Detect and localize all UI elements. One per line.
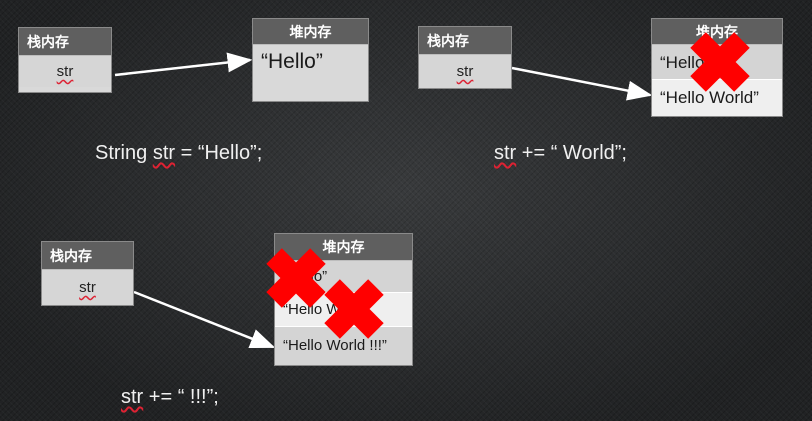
garbage-cross-icon <box>326 281 382 337</box>
code-line-3: str += “ !!!”; <box>121 386 219 408</box>
var-label: str <box>56 63 74 80</box>
stack-box-1: 栈内存 str <box>18 27 112 93</box>
stack-var-cell: str <box>19 56 111 87</box>
heap-object-hello-world-bang: “Hello World !!!” <box>275 327 412 365</box>
arrow-panel1 <box>114 52 253 77</box>
stack-header: 栈内存 <box>419 27 511 55</box>
code-line-1: String str = “Hello”; <box>95 142 263 164</box>
stack-var-cell: str <box>419 55 511 88</box>
stack-var-cell: str <box>42 270 133 305</box>
stack-box-2: 栈内存 str <box>418 26 512 89</box>
garbage-cross-icon <box>692 34 748 90</box>
stack-box-3: 栈内存 str <box>41 241 134 306</box>
var-label: str <box>456 63 474 80</box>
stack-header: 栈内存 <box>19 28 111 56</box>
code-line-2: str += “ World”; <box>494 142 627 164</box>
garbage-cross-icon <box>268 250 324 306</box>
stack-header: 栈内存 <box>42 242 133 270</box>
arrow-panel2 <box>511 66 653 101</box>
var-label: str <box>79 279 96 296</box>
heap-box-1: 堆内存 “Hello” <box>252 18 369 102</box>
arrow-panel3 <box>133 290 276 349</box>
heap-header: 堆内存 <box>253 19 368 45</box>
heap-object-hello: “Hello” <box>253 45 368 101</box>
heap-object-hello-world: “Hello World” <box>652 80 782 116</box>
